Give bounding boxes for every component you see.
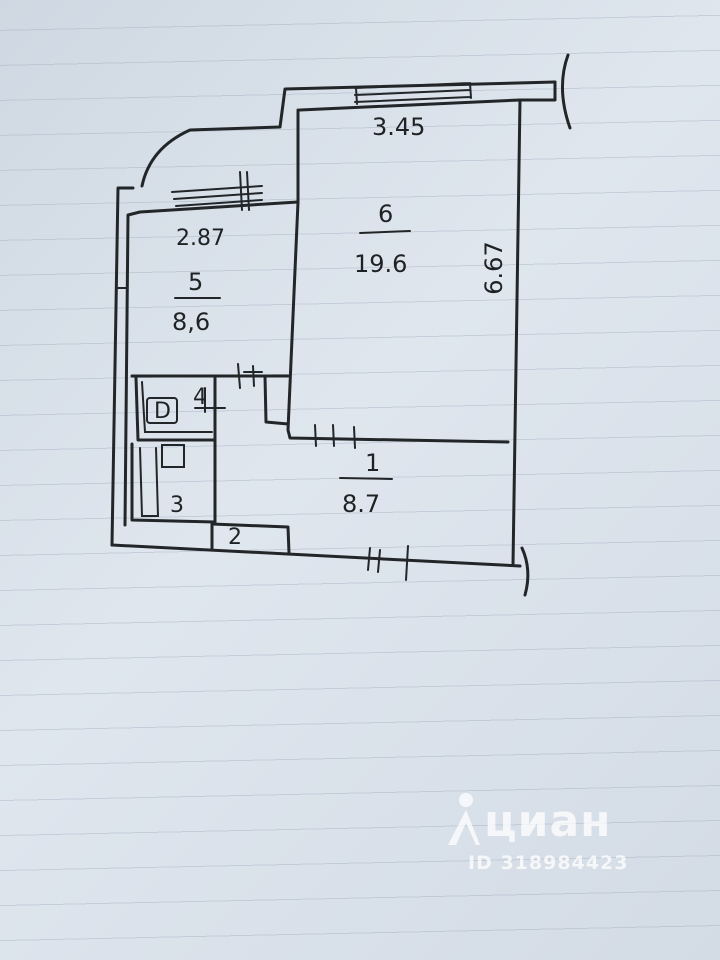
room3-walls [130,438,217,524]
window-room6 [354,82,472,105]
room6-area: 19.6 [354,250,407,278]
watermark-brand: циан [484,796,612,847]
cian-watermark: циан ID 318984423 [440,790,680,880]
bathroom-inner-wall [141,381,213,433]
room5-area: 8,6 [172,308,210,336]
dim-balcony-wall: 2.87 [176,226,225,251]
room6-divider [359,230,411,234]
toilet-symbol [146,397,178,424]
watermark-id: ID 318984423 [468,852,629,874]
cian-logo-icon [448,793,480,845]
room3-closet [139,447,160,517]
top-right-bracket [560,53,572,130]
bottom-wall [110,543,522,568]
bathroom-door-mark [194,387,226,413]
corridor-wall [263,374,290,426]
outer-left-wall [110,186,135,547]
room2-number: 2 [228,525,242,550]
room5-top-wall [138,200,300,214]
room4-number: 4 [193,385,207,410]
door-ticks-room5 [237,363,263,389]
room2-walls [210,520,291,555]
right-wall [511,98,522,567]
room1-area: 8.7 [342,490,380,518]
room6-number: 6 [378,200,393,228]
bottom-right-bracket [520,546,530,597]
sink-symbol [161,444,185,468]
room6-top-wall [298,98,522,112]
window-room5-ticks [239,171,250,211]
inner-left-wall [123,210,142,527]
room3-number: 3 [170,493,184,518]
toilet-letter: D [154,399,171,424]
bottom-door-ticks [367,545,409,581]
top-right-wall-end [518,80,557,102]
loggia-outline [140,80,557,188]
partition-room6 [286,108,510,444]
room1-number: 1 [365,449,380,477]
dim-right-wall: 6.67 [480,241,508,294]
dim-top-wall: 3.45 [372,113,425,141]
room5-number: 5 [188,268,203,296]
door-ticks-room6 [314,424,356,449]
room1-divider [339,477,393,480]
